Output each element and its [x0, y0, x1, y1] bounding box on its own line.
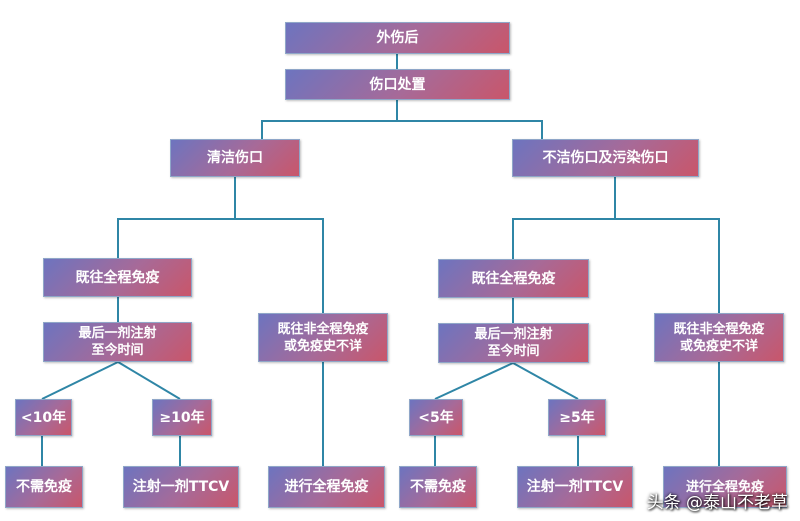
edge-dirty-last-lt	[434, 362, 514, 400]
node-clean-last-dose-time: 最后一剂注射 至今时间	[43, 322, 192, 362]
node-clean-no-immunization: 不需免疫	[5, 466, 83, 508]
node-clean-inject-ttcv: 注射一剂TTCV	[123, 466, 239, 508]
node-dirty-inject-ttcv: 注射一剂TTCV	[517, 466, 633, 508]
node-dirty-5y-or-more: ≥5年	[548, 399, 606, 436]
node-clean-full-course: 进行全程免疫	[268, 466, 385, 508]
node-dirty-less-than-5y: <5年	[409, 399, 463, 436]
node-dirty-wound: 不洁伤口及污染伤口	[512, 139, 699, 177]
node-dirty-full-immunization: 既往全程免疫	[438, 259, 589, 298]
edge-wound-dirty	[397, 120, 543, 139]
node-clean-less-than-10y: <10年	[15, 399, 72, 436]
watermark-text: 头条 @泰山不老草	[646, 493, 788, 513]
edge-dirty-last-ge	[512, 362, 579, 400]
node-clean-wound: 清洁伤口	[170, 139, 300, 177]
edge-clean-split	[117, 177, 236, 258]
node-clean-full-immunization: 既往全程免疫	[43, 258, 192, 297]
edge-wound-split	[261, 100, 398, 139]
node-wound-treatment: 伤口处置	[285, 69, 510, 100]
edge-clean-last-ge	[117, 361, 181, 400]
edge-clean-last-lt	[41, 361, 119, 400]
node-dirty-no-immunization: 不需免疫	[399, 466, 477, 508]
edge-dirty-partial	[615, 218, 720, 313]
edge-dirty-split	[512, 177, 616, 259]
edge-clean-partial	[235, 218, 324, 313]
node-clean-10y-or-more: ≥10年	[152, 399, 212, 436]
node-root: 外伤后	[285, 22, 510, 54]
node-clean-partial-immunization: 既往非全程免疫 或免疫史不详	[258, 313, 388, 362]
node-dirty-full-course: 进行全程免疫	[663, 466, 787, 508]
node-dirty-partial-immunization: 既往非全程免疫 或免疫史不详	[654, 313, 784, 362]
node-dirty-last-dose-time: 最后一剂注射 至今时间	[438, 323, 589, 363]
